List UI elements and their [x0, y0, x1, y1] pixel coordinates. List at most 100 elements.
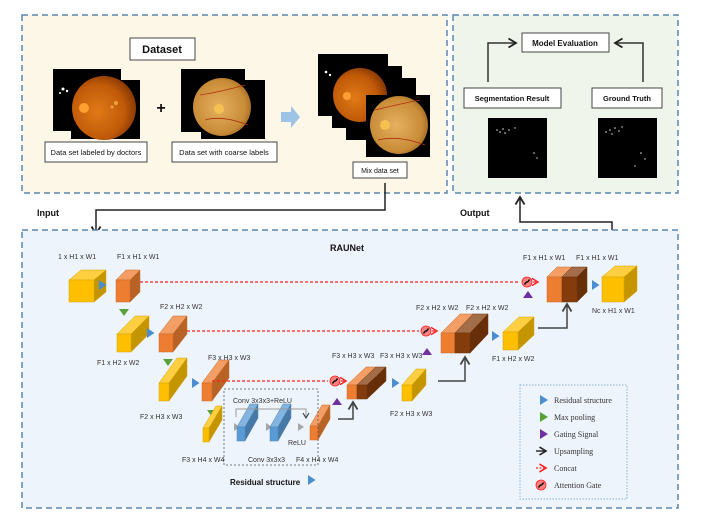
gt-to-eval-arrow: [613, 37, 644, 82]
legend-label: Gating Signal: [554, 430, 599, 439]
mix-dataset-caption: Mix data set: [361, 168, 399, 175]
dim-enc3-in: F2 x H3 x W3: [140, 414, 183, 421]
enc2-feature-block: [158, 315, 188, 353]
gating-signal-icon: [332, 398, 342, 405]
dim-final-out: Nc x H1 x W1: [592, 308, 635, 315]
dim-enc4-out: F4 x H4 x W4: [296, 457, 339, 464]
dim-enc2-in: F1 x H2 x W2: [97, 360, 140, 367]
attention-gate-legend-icon: [535, 479, 547, 491]
attention-gate-icon: [521, 276, 533, 288]
enc4-feature-block: [309, 404, 331, 441]
legend-item: Concat: [536, 463, 577, 473]
dec3-concat-right: [356, 366, 387, 400]
coarse-labeled-images: [181, 69, 265, 139]
dec1-concat-right: [561, 266, 588, 303]
input-arrow: [90, 183, 386, 236]
legend-item: Residual structure: [540, 395, 612, 405]
plus-sign: +: [156, 100, 165, 117]
relu-label: ReLU: [288, 440, 306, 447]
ground-truth-image: [598, 118, 657, 178]
dec2-output-block: [502, 316, 535, 351]
dec3-output-block: [401, 368, 427, 402]
dim-dec3-a: F3 x H3 x W3: [332, 353, 375, 360]
segmentation-result-image: [488, 118, 547, 178]
legend-label: Max pooling: [554, 413, 595, 422]
merge-arrow-icon: [281, 106, 300, 128]
dim-dec1-b: F1 x H1 x W1: [576, 255, 619, 262]
dim-enc4-in: F3 x H4 x W4: [182, 457, 225, 464]
input-label: Input: [37, 208, 59, 218]
legend-item: Upsampling: [536, 446, 593, 456]
dataset-panel: Dataset Data set labeled by doctors + Da…: [21, 14, 448, 194]
enc2-input-block: [116, 315, 150, 353]
segmentation-result-label: Segmentation Result: [475, 94, 550, 103]
residual-arrow-icon: [147, 328, 155, 338]
residual-structure-legend-icon: [540, 395, 548, 405]
residual-step-icon: [298, 423, 304, 431]
enc1-feature-block: [115, 269, 141, 303]
conv-block-1: [236, 403, 259, 442]
evaluation-panel: Model Evaluation Segmentation Result Gro…: [452, 14, 679, 194]
residual-structure-icon: [308, 475, 316, 485]
legend-label: Concat: [554, 464, 577, 473]
upsampling-arrow: [438, 355, 471, 382]
ground-truth-label: Ground Truth: [603, 94, 651, 103]
legend-item: Attention Gate: [535, 479, 602, 491]
conv-relu-label: Conv 3x3x3+ReLU: [233, 398, 292, 405]
dim-enc1-in: 1 x H1 x W1: [58, 254, 96, 261]
network-blocks: [68, 265, 638, 485]
doctor-labeled-images: [53, 69, 140, 140]
dim-enc3-top: F3 x H3 x W3: [208, 355, 251, 362]
dim-dec2-b: F2 x H2 x W2: [466, 305, 509, 312]
legend-label: Residual structure: [554, 396, 612, 405]
dim-enc2-top: F2 x H2 x W2: [160, 304, 203, 311]
gating-signal-icon: [422, 348, 432, 355]
upsampling-arrow: [338, 400, 359, 420]
mix-dataset-images: [318, 54, 430, 157]
residual-arrow-icon: [392, 378, 400, 388]
residual-arrow-icon: [99, 280, 107, 290]
legend-label: Attention Gate: [554, 481, 602, 490]
residual-step-icon: [266, 423, 272, 431]
gating-signal-legend-icon: [540, 429, 548, 439]
dec2-concat-right: [454, 313, 489, 354]
enc3-feature-block: [201, 359, 230, 402]
legend-label: Upsampling: [554, 447, 593, 456]
dim-dec2-a: F2 x H2 x W2: [416, 305, 459, 312]
residual-skip-connection: [235, 408, 310, 420]
residual-arrow-icon: [192, 378, 200, 388]
residual-structure-box: [223, 388, 319, 466]
dim-dec3-out: F2 x H3 x W3: [390, 411, 433, 418]
enc3-input-block: [158, 357, 188, 402]
dataset-title: Dataset: [142, 44, 182, 56]
max-pooling-legend-icon: [540, 412, 548, 422]
residual-structure-caption: Residual structure: [230, 478, 301, 487]
dim-dec3-b: F3 x H3 x W3: [380, 353, 423, 360]
dim-enc1-out: F1 x H1 x W1: [117, 254, 160, 261]
max-pooling-icon: [163, 359, 173, 366]
upsampling-arrow: [538, 302, 573, 329]
attention-gate-icon: [420, 325, 432, 337]
seg-to-eval-arrow: [487, 37, 518, 82]
attention-gate-icon: [329, 375, 341, 387]
dim-dec2-out: F1 x H2 x W2: [492, 356, 535, 363]
residual-arrow-icon: [492, 331, 500, 341]
conv-block-2: [269, 403, 292, 442]
coarse-labeled-caption: Data set with coarse labels: [179, 148, 269, 157]
residual-arrow-icon: [592, 280, 600, 290]
output-label: Output: [460, 208, 490, 218]
conv-label: Conv 3x3x3: [248, 457, 285, 464]
doctor-labeled-caption: Data set labeled by doctors: [51, 148, 142, 157]
model-evaluation-title: Model Evaluation: [532, 39, 598, 48]
enc4-input-block: [202, 405, 223, 443]
final-output-block: [601, 265, 638, 303]
legend-item: Max pooling: [540, 412, 595, 422]
raunet-title: RAUNet: [330, 243, 364, 253]
gating-signal-icon: [523, 291, 533, 298]
dataset-title-box: [129, 37, 196, 61]
max-pooling-icon: [119, 309, 129, 316]
dimension-labels: 1 x H1 x W1 F1 x H1 x W1 F2 x H2 x W2 F1…: [58, 254, 635, 487]
legend-item: Gating Signal: [540, 429, 599, 439]
